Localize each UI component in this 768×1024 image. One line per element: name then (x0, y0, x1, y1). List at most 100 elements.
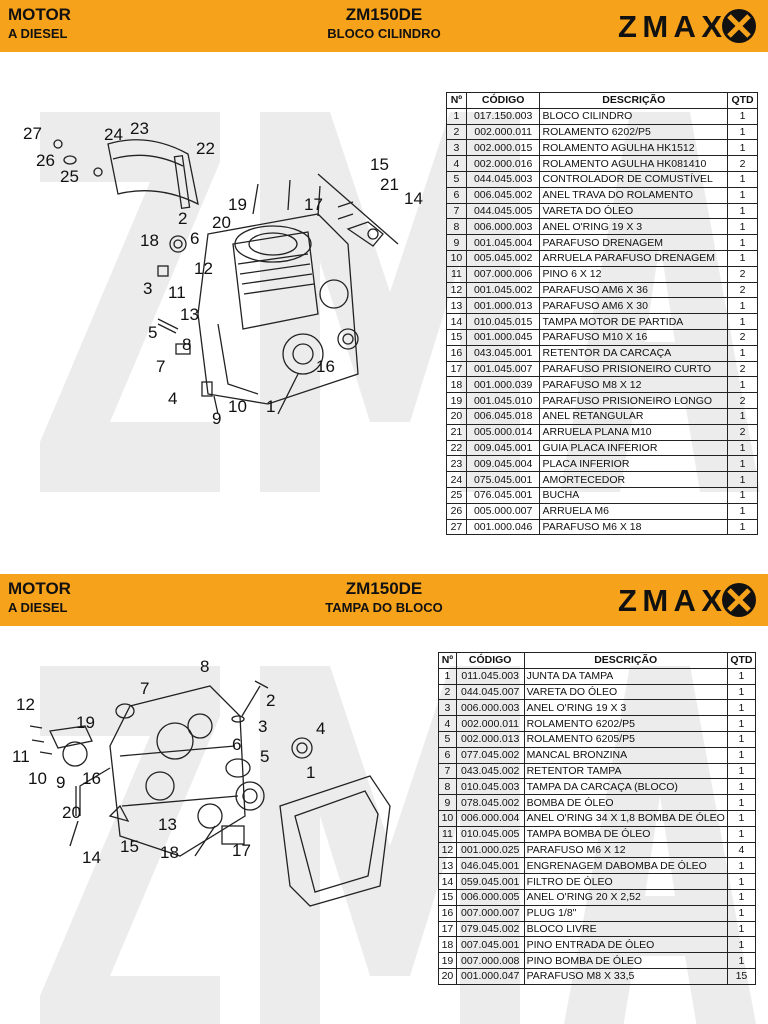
cell-desc: PARAFUSO PRISIONEIRO LONGO (539, 392, 729, 409)
header-band-1: MOTOR A DIESEL ZM150DE BLOCO CILINDRO ZM… (0, 0, 768, 52)
cell-desc: ANEL O'RING 34 X 1,8 BOMBA DE ÓLEO (523, 809, 728, 827)
callout-1-12: 12 (194, 259, 213, 278)
callout-1-6: 6 (190, 229, 199, 248)
cell-num: 5 (446, 170, 467, 188)
callout-2-19: 19 (76, 713, 95, 732)
section-subtitle: TAMPA DO BLOCO (325, 600, 443, 615)
cell-desc: PARAFUSO PRISIONEIRO CURTO (539, 360, 729, 378)
callout-1-24: 24 (104, 125, 123, 144)
cell-num: 1 (446, 107, 467, 125)
model-title: ZM150DE (345, 579, 423, 598)
cell-qty: 1 (726, 762, 757, 780)
cell-num: 3 (446, 139, 467, 157)
cell-qty: 1 (726, 683, 757, 701)
cell-num: 13 (438, 857, 457, 875)
callout-2-11: 11 (12, 747, 30, 766)
cell-num: 14 (446, 313, 467, 330)
cell-code: 044.045.003 (465, 170, 541, 188)
cell-code: 001.000.025 (455, 841, 525, 859)
cell-qty: 1 (727, 218, 758, 236)
callout-2-1: 1 (306, 763, 315, 782)
cell-num: 7 (438, 762, 457, 780)
cell-code: 002.000.011 (455, 715, 525, 732)
cell-desc: TAMPA DA CARCAÇA (BLOCO) (523, 778, 728, 796)
exploded-diagram-bloco: 27 26 25 24 23 22 2 18 6 3 11 12 13 5 8 … (23, 119, 423, 428)
cell-code: 001.000.045 (465, 328, 541, 346)
callout-1-20: 20 (212, 213, 231, 232)
cell-num: 20 (438, 967, 457, 985)
cell-code: 010.045.005 (455, 825, 525, 843)
cell-qty: 1 (726, 936, 757, 954)
cell-code: 002.000.011 (465, 123, 541, 141)
cell-num: 4 (438, 715, 457, 732)
callout-2-12: 12 (16, 695, 35, 714)
cell-desc: ARRUELA M6 (539, 502, 729, 520)
cell-num: 17 (438, 920, 457, 938)
col-header-num: Nº (446, 92, 467, 109)
cell-qty: 1 (727, 502, 758, 520)
cell-desc: BUCHA (539, 486, 729, 504)
cell-num: 10 (446, 249, 467, 267)
cell-desc: ANEL O'RING 20 X 2,52 (523, 888, 728, 906)
callout-1-26: 26 (36, 151, 55, 170)
cell-num: 25 (446, 486, 467, 504)
cell-num: 23 (446, 455, 467, 473)
cell-num: 2 (438, 683, 457, 701)
callout-1-3: 3 (143, 279, 152, 298)
table-header-row: Nº CÓDIGO DESCRIÇÃO QTD (446, 92, 758, 109)
cell-code: 001.000.039 (465, 376, 541, 394)
cell-qty: 1 (726, 746, 757, 764)
cell-code: 009.045.001 (465, 439, 541, 457)
cell-qty: 2 (727, 392, 758, 409)
cell-qty: 1 (726, 952, 757, 969)
callout-1-27: 27 (23, 124, 42, 143)
header-motor-label: MOTOR (8, 579, 71, 598)
cell-code: 076.045.001 (465, 486, 541, 504)
cell-qty: 1 (726, 825, 757, 843)
cell-qty: 1 (727, 123, 758, 141)
callout-2-8: 8 (200, 657, 209, 676)
cell-qty: 2 (727, 328, 758, 346)
cell-desc: ANEL RETANGULAR (539, 407, 729, 425)
cell-desc: BLOCO CILINDRO (539, 107, 729, 125)
cell-desc: ROLAMENTO AGULHA HK1512 (539, 139, 729, 157)
cell-qty: 2 (727, 155, 758, 172)
cell-num: 14 (438, 873, 457, 890)
cell-desc: JUNTA DA TAMPA (523, 667, 728, 685)
cell-desc: PARAFUSO M6 X 18 (539, 518, 729, 536)
cell-desc: ROLAMENTO AGULHA HK081410 (539, 155, 729, 172)
cell-code: 044.045.005 (465, 202, 541, 220)
cell-num: 18 (446, 376, 467, 394)
cell-desc: BOMBA DE ÓLEO (523, 794, 728, 811)
cell-qty: 1 (727, 376, 758, 394)
cell-qty: 2 (727, 265, 758, 283)
cell-desc: PARAFUSO AM6 X 36 (539, 281, 729, 299)
cell-code: 010.045.003 (455, 778, 525, 796)
cell-code: 010.045.015 (465, 313, 541, 330)
header-left-1: MOTOR A DIESEL (8, 6, 71, 42)
callout-2-17: 17 (232, 841, 251, 860)
cell-desc: PARAFUSO M6 X 12 (523, 841, 728, 859)
callout-1-11: 11 (168, 283, 186, 302)
cell-num: 26 (446, 502, 467, 520)
zmax-logo: ZMAX (618, 9, 756, 44)
cell-num: 13 (446, 297, 467, 315)
header-fuel-label: A DIESEL (8, 600, 68, 615)
col-header-code: CÓDIGO (455, 652, 525, 669)
